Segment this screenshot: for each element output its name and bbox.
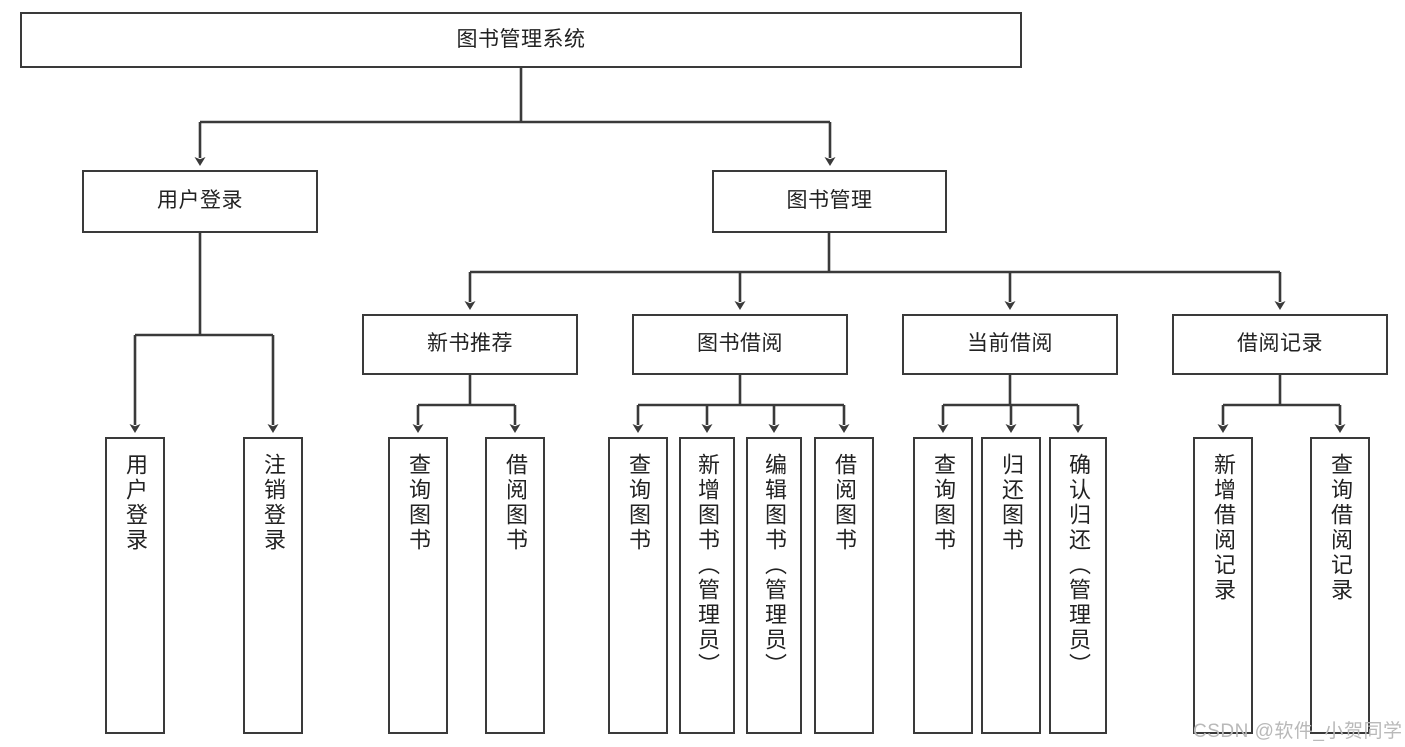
node-leaf-query-book-1[interactable]: 查询图书 (388, 437, 448, 734)
node-label: 当前借阅 (967, 332, 1053, 356)
node-user-login[interactable]: 用户登录 (82, 170, 318, 233)
node-leaf-add-book[interactable]: 新增图书（管理员） (679, 437, 735, 734)
node-leaf-borrow-book-1[interactable]: 借阅图书 (485, 437, 545, 734)
node-label: 查询图书 (930, 453, 956, 553)
node-label: 新书推荐 (427, 332, 513, 356)
node-borrow-record[interactable]: 借阅记录 (1172, 314, 1388, 375)
node-label: 图书管理系统 (456, 27, 586, 51)
node-book-borrow[interactable]: 图书借阅 (632, 314, 848, 375)
node-book-manage[interactable]: 图书管理 (712, 170, 947, 233)
node-leaf-return-book[interactable]: 归还图书 (981, 437, 1041, 734)
node-label: 新增借阅记录 (1210, 453, 1236, 603)
node-leaf-user-login[interactable]: 用户登录 (105, 437, 165, 734)
node-label: 用户登录 (122, 453, 148, 553)
node-label: 归还图书 (998, 453, 1024, 553)
node-label: 查询借阅记录 (1327, 453, 1353, 603)
node-label: 查询图书 (405, 453, 431, 553)
node-leaf-user-logout[interactable]: 注销登录 (243, 437, 303, 734)
node-leaf-query-record[interactable]: 查询借阅记录 (1310, 437, 1370, 734)
node-label: 确认归还（管理员） (1065, 453, 1091, 678)
watermark-credit: CSDN @软件_小贺同学 (1193, 721, 1403, 742)
node-root-system[interactable]: 图书管理系统 (20, 12, 1022, 68)
node-label: 借阅图书 (502, 453, 528, 553)
node-leaf-query-book-3[interactable]: 查询图书 (913, 437, 973, 734)
node-leaf-edit-book[interactable]: 编辑图书（管理员） (746, 437, 802, 734)
node-label: 借阅记录 (1237, 332, 1323, 356)
node-label: 注销登录 (260, 453, 286, 553)
node-label: 编辑图书（管理员） (761, 453, 787, 678)
node-label: 用户登录 (157, 189, 243, 213)
node-label: 新增图书（管理员） (694, 453, 720, 678)
node-leaf-query-book-2[interactable]: 查询图书 (608, 437, 668, 734)
node-label: 图书借阅 (697, 332, 783, 356)
node-leaf-borrow-book-2[interactable]: 借阅图书 (814, 437, 874, 734)
node-current-borrow[interactable]: 当前借阅 (902, 314, 1118, 375)
node-leaf-confirm-return[interactable]: 确认归还（管理员） (1049, 437, 1107, 734)
node-leaf-add-record[interactable]: 新增借阅记录 (1193, 437, 1253, 734)
node-label: 图书管理 (786, 189, 873, 213)
node-label: 借阅图书 (831, 453, 857, 553)
node-label: 查询图书 (625, 453, 651, 553)
node-new-book-rec[interactable]: 新书推荐 (362, 314, 578, 375)
